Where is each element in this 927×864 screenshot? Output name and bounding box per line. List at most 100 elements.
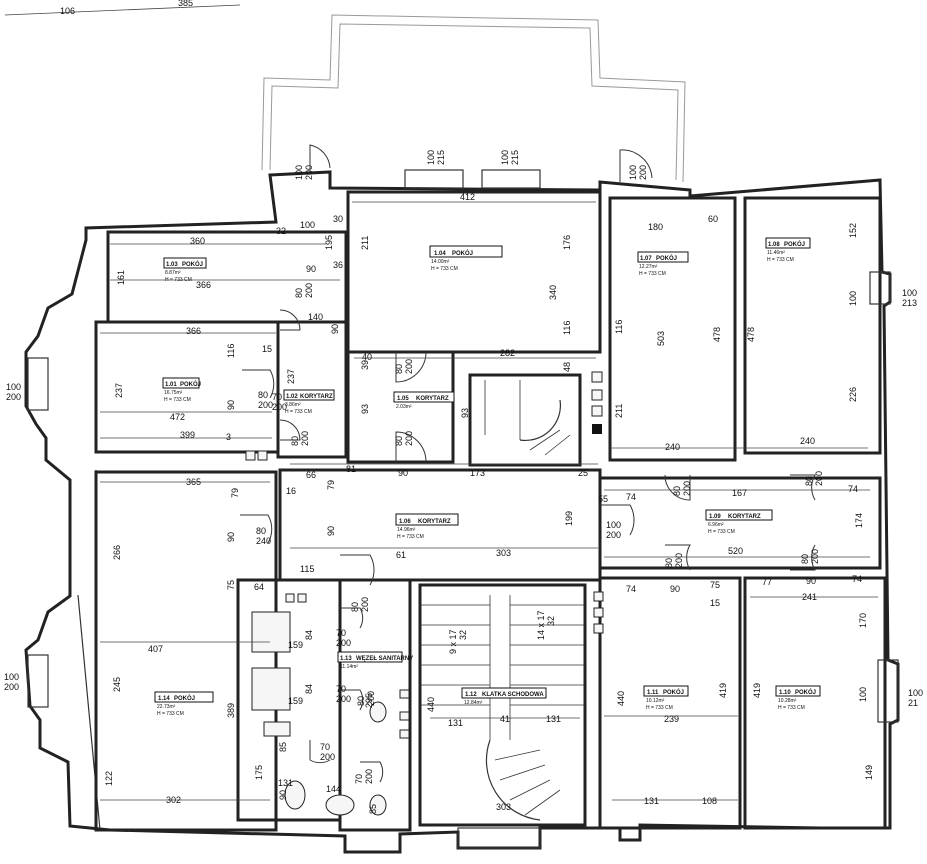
svg-text:90: 90 [226,400,236,410]
svg-text:1.02: 1.02 [286,394,298,400]
svg-text:200: 200 [674,553,684,568]
svg-text:POKÓJ: POKÓJ [182,260,203,268]
svg-text:14.96m²: 14.96m² [397,527,416,533]
sanitary-fixtures [245,371,604,816]
svg-text:61: 61 [396,550,406,560]
svg-text:200: 200 [320,752,335,762]
svg-text:195: 195 [324,235,334,250]
svg-text:80: 80 [258,390,268,400]
svg-text:152: 152 [848,223,858,238]
svg-text:39: 39 [360,360,370,370]
svg-text:75: 75 [710,580,720,590]
svg-text:85: 85 [368,804,378,814]
svg-text:KORYTARZ: KORYTARZ [416,396,449,402]
svg-text:407: 407 [148,644,163,654]
svg-text:H = 733 CM: H = 733 CM [165,277,192,283]
doors [240,144,816,783]
svg-text:1.09: 1.09 [709,514,721,520]
svg-text:131: 131 [546,714,561,724]
svg-text:H = 733 CM: H = 733 CM [767,257,794,263]
svg-text:KORYTARZ: KORYTARZ [300,394,333,400]
svg-text:295: 295 [364,693,374,708]
svg-text:9 x 17: 9 x 17 [448,629,458,654]
svg-text:14 x 17: 14 x 17 [536,610,546,640]
svg-text:240: 240 [800,436,815,446]
svg-text:55: 55 [598,494,608,504]
svg-text:POKÓJ: POKÓJ [795,688,816,696]
svg-text:100: 100 [300,220,315,230]
svg-text:159: 159 [288,640,303,650]
svg-text:2.03m²: 2.03m² [396,404,412,410]
svg-text:282: 282 [500,348,515,358]
svg-text:80: 80 [256,526,266,536]
svg-text:1.11: 1.11 [647,690,659,696]
svg-text:15: 15 [262,344,272,354]
svg-text:POKÓJ: POKÓJ [174,694,195,702]
svg-text:303: 303 [496,802,511,812]
svg-text:8.87m²: 8.87m² [165,270,181,276]
svg-text:POKÓJ: POKÓJ [663,688,684,696]
svg-text:80: 80 [350,602,360,612]
svg-text:366: 366 [186,326,201,336]
svg-text:503: 503 [656,331,666,346]
svg-text:80: 80 [672,486,682,496]
svg-text:131: 131 [448,718,463,728]
svg-text:WĘZEŁ SANITARNY: WĘZEŁ SANITARNY [356,656,413,662]
svg-text:30: 30 [333,214,343,224]
svg-text:1.05: 1.05 [397,396,409,402]
svg-text:21: 21 [908,698,918,708]
svg-text:66: 66 [306,470,316,480]
room-label-1-05: 1.05 KORYTARZ 2.03m² [393,391,455,410]
svg-text:144: 144 [326,784,341,794]
svg-text:115: 115 [300,564,314,574]
top-dim-line [4,4,241,16]
svg-text:100: 100 [848,291,858,306]
svg-text:75: 75 [226,580,236,590]
svg-text:200: 200 [360,597,370,612]
svg-text:399: 399 [180,430,195,440]
top-dim-385: 385 [178,0,193,8]
svg-text:48: 48 [562,362,572,372]
svg-text:12.27m²: 12.27m² [639,264,658,270]
svg-text:77: 77 [762,577,772,587]
svg-text:240: 240 [665,442,680,452]
svg-text:10.28m²: 10.28m² [778,698,797,704]
svg-text:100: 100 [628,165,638,180]
svg-text:90: 90 [326,526,336,536]
svg-text:70: 70 [336,684,346,694]
svg-text:100: 100 [902,288,917,298]
svg-text:200: 200 [304,165,314,180]
svg-text:H = 733 CM: H = 733 CM [778,705,805,711]
svg-text:H = 733 CM: H = 733 CM [646,705,673,711]
svg-text:93: 93 [460,408,470,418]
svg-text:266: 266 [112,545,122,560]
svg-text:11.14m²: 11.14m² [340,664,358,670]
svg-text:H = 733 CM: H = 733 CM [708,529,735,535]
svg-text:440: 440 [426,697,436,712]
svg-text:100: 100 [500,150,510,165]
svg-text:200: 200 [682,481,692,496]
svg-text:173: 173 [470,468,485,478]
svg-text:3: 3 [226,432,231,442]
svg-text:POKÓJ: POKÓJ [180,380,201,388]
svg-text:239: 239 [664,714,679,724]
svg-text:93: 93 [360,404,370,414]
svg-text:200: 200 [404,359,414,374]
svg-text:H = 733 CM: H = 733 CM [285,409,312,415]
svg-text:1.01: 1.01 [165,382,177,388]
svg-text:116: 116 [562,321,572,335]
svg-text:200: 200 [366,691,376,706]
svg-text:90: 90 [330,324,340,334]
svg-text:167: 167 [732,488,747,498]
svg-text:74: 74 [626,584,636,594]
svg-text:360: 360 [190,236,205,246]
svg-text:32: 32 [546,616,556,626]
svg-text:41: 41 [500,714,510,724]
svg-text:419: 419 [718,683,728,698]
svg-text:90: 90 [278,790,288,800]
